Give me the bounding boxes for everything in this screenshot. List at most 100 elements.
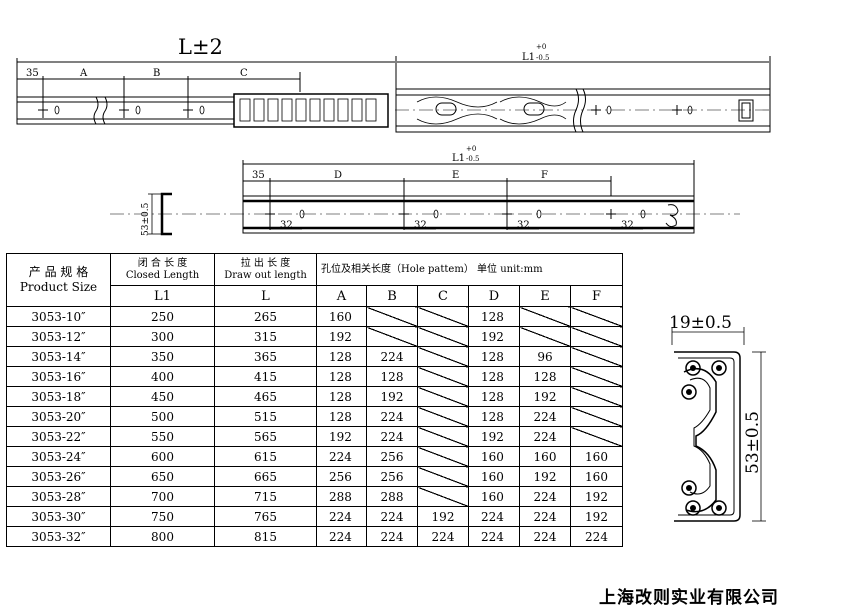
cell-l: 465 bbox=[214, 386, 317, 407]
col-l1: L1 bbox=[110, 285, 215, 307]
cell-e: 96 bbox=[519, 346, 571, 367]
cell-f: 160 bbox=[570, 466, 623, 487]
cell-size: 3053-14″ bbox=[6, 346, 111, 367]
cell-a: 224 bbox=[316, 506, 367, 527]
cell-b: 192 bbox=[366, 386, 418, 407]
top-view-dimensions bbox=[16, 56, 771, 122]
size-header-en: Product Size bbox=[19, 280, 98, 294]
cell-c bbox=[417, 386, 469, 407]
cell-size: 3053-28″ bbox=[6, 486, 111, 507]
cell-d: 128 bbox=[468, 406, 520, 427]
segment-label-35-middle: 35 bbox=[252, 170, 265, 181]
cell-d: 160 bbox=[468, 486, 520, 507]
col-f: F bbox=[570, 285, 623, 307]
cell-e: 128 bbox=[519, 366, 571, 387]
cell-l1: 500 bbox=[110, 406, 215, 427]
cell-b: 288 bbox=[366, 486, 418, 507]
cell-l: 415 bbox=[214, 366, 317, 387]
cell-l: 815 bbox=[214, 526, 317, 547]
cell-d: 128 bbox=[468, 386, 520, 407]
draw-length-cn: 拉 出 长 度 bbox=[240, 257, 291, 269]
profile-height-label: 53±0.5 bbox=[141, 202, 151, 236]
segment-label-b: B bbox=[153, 68, 160, 79]
cell-c bbox=[417, 446, 469, 467]
cell-a: 256 bbox=[316, 466, 367, 487]
segment-label-35: 35 bbox=[26, 68, 39, 79]
cell-b: 224 bbox=[366, 426, 418, 447]
table-header-row: 产 品 规 格 Product Size 闭 合 长 度 Closed Leng… bbox=[6, 253, 623, 307]
size-header-cn: 产 品 规 格 bbox=[28, 265, 89, 279]
cell-l1: 700 bbox=[110, 486, 215, 507]
cell-c bbox=[417, 326, 469, 347]
cell-a: 128 bbox=[316, 406, 367, 427]
cell-l: 765 bbox=[214, 506, 317, 527]
col-l: L bbox=[214, 285, 317, 307]
l1-tolerance-sub-top: -0.5 bbox=[536, 54, 550, 62]
segment-label-f: F bbox=[541, 170, 548, 181]
cell-c: 192 bbox=[417, 506, 469, 527]
cell-a: 128 bbox=[316, 386, 367, 407]
hole-spacing-label: 32 bbox=[517, 220, 530, 231]
col-e: E bbox=[519, 285, 571, 307]
cell-d: 128 bbox=[468, 366, 520, 387]
cell-f: 160 bbox=[570, 446, 623, 467]
middle-view bbox=[110, 160, 740, 236]
cell-d: 160 bbox=[468, 446, 520, 467]
cell-a: 128 bbox=[316, 366, 367, 387]
cell-c bbox=[417, 346, 469, 367]
cell-l: 315 bbox=[214, 326, 317, 347]
hole-pattern-header: 孔位及相关长度（Hole pattem） 单位 unit:mm bbox=[316, 253, 623, 286]
segment-label-e: E bbox=[452, 170, 459, 181]
cell-e: 224 bbox=[519, 406, 571, 427]
cell-b: 224 bbox=[366, 346, 418, 367]
hole-spacing-label: 32 bbox=[621, 220, 634, 231]
cell-l1: 600 bbox=[110, 446, 215, 467]
cell-b: 256 bbox=[366, 446, 418, 467]
cell-d: 160 bbox=[468, 466, 520, 487]
cell-e: 224 bbox=[519, 526, 571, 547]
cell-b bbox=[366, 306, 418, 327]
cell-e: 192 bbox=[519, 386, 571, 407]
closed-length-header: 闭 合 长 度 Closed Length bbox=[110, 253, 215, 286]
spec-table: 产 品 规 格 Product Size 闭 合 长 度 Closed Leng… bbox=[6, 253, 623, 547]
cell-b: 256 bbox=[366, 466, 418, 487]
cell-f: 192 bbox=[570, 486, 623, 507]
cell-l1: 800 bbox=[110, 526, 215, 547]
cell-size: 3053-10″ bbox=[6, 306, 111, 327]
cell-b: 224 bbox=[366, 406, 418, 427]
l1-tolerance-sub-middle: -0.5 bbox=[466, 155, 480, 163]
cell-a: 128 bbox=[316, 346, 367, 367]
cell-size: 3053-12″ bbox=[6, 326, 111, 347]
cell-l: 665 bbox=[214, 466, 317, 487]
cell-a: 224 bbox=[316, 446, 367, 467]
draw-length-header: 拉 出 长 度 Draw out length bbox=[214, 253, 317, 286]
cell-c bbox=[417, 366, 469, 387]
cell-e bbox=[519, 326, 571, 347]
segment-label-d: D bbox=[334, 170, 342, 181]
cell-a: 192 bbox=[316, 326, 367, 347]
closed-length-en: Closed Length bbox=[125, 269, 200, 281]
cell-size: 3053-16″ bbox=[6, 366, 111, 387]
cell-size: 3053-30″ bbox=[6, 506, 111, 527]
section-width-label: 19±0.5 bbox=[669, 313, 732, 333]
l1-label-middle: L1 bbox=[452, 153, 465, 164]
cell-f bbox=[570, 366, 623, 387]
cell-d: 192 bbox=[468, 426, 520, 447]
cell-l1: 250 bbox=[110, 306, 215, 327]
segment-label-a: A bbox=[79, 68, 88, 79]
l1-tolerance-sup-middle: +0 bbox=[466, 145, 476, 153]
cell-l1: 550 bbox=[110, 426, 215, 447]
cell-size: 3053-22″ bbox=[6, 426, 111, 447]
col-b: B bbox=[366, 285, 418, 307]
cell-d: 192 bbox=[468, 326, 520, 347]
company-name: 上海改则实业有限公司 bbox=[599, 588, 779, 608]
cell-f: 192 bbox=[570, 506, 623, 527]
col-a: A bbox=[316, 285, 367, 307]
